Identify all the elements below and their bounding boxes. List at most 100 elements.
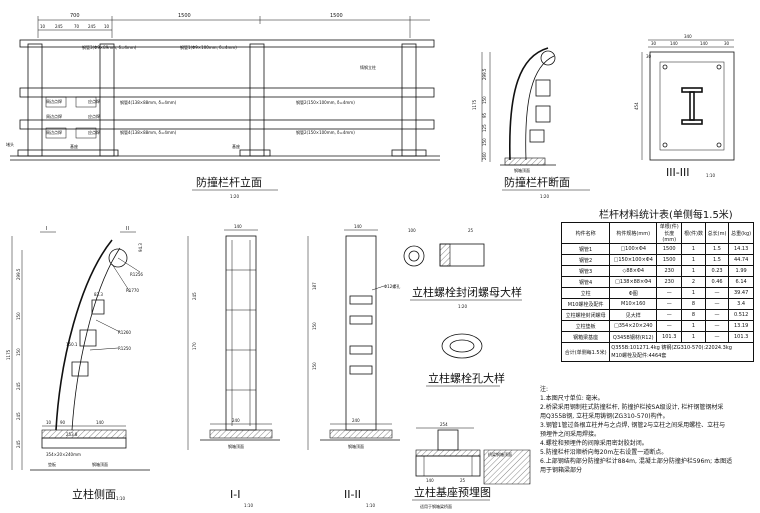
table-cell: Φ图	[609, 287, 658, 299]
section-scale: 1:20	[540, 194, 549, 199]
table-cell: 钢管2	[560, 254, 611, 266]
table-total-row: 合计(单侧每1.5米) Q355B:101271.4kg 铸钢(ZG310-57…	[560, 342, 754, 362]
base-dim-254: 254	[440, 422, 448, 427]
elev-label-pipe4: 钢管4(138×88mm, δ=4mm)	[120, 99, 177, 105]
table-total-cell: Q355B:101271.4kg 铸钢(ZG310-570):22024.3kg…	[609, 342, 754, 362]
table-row: 立柱螺栓封闭螺母 见大样 — 8 — 0.512	[560, 309, 754, 321]
d3-dim-30b: 30	[724, 41, 730, 46]
table-cell: 1500	[656, 243, 683, 255]
side-roman-1: I	[46, 226, 47, 232]
base-embed-view: 254 桥梁钢箱顶面 140 25 立柱基座预埋图 适用于钢箱梁桥面	[412, 422, 531, 509]
table-row: 钢箱梁基座 Q345B钢材(R12) 101.3 1 — 101.3	[560, 331, 754, 343]
table-cell: 3.4	[728, 298, 754, 310]
detail3-title: III-III	[666, 166, 689, 179]
bolt-hole-detail: 立柱螺栓孔大样	[426, 333, 505, 387]
elev-label-pipe2: 钢管2(150×100mm, δ=4mm)	[296, 99, 355, 105]
base-title: 立柱基座预埋图	[414, 485, 491, 499]
d3-dim-340: 340	[684, 34, 692, 39]
bolt-dim-25: 25	[468, 228, 474, 233]
table-total-label: 合计(单侧每1.5米)	[560, 342, 611, 362]
table-cell: 39.47	[728, 287, 754, 299]
table-cell: □100×Φ4	[609, 243, 658, 255]
table-header: 单根(件)长度(mm)	[656, 222, 683, 244]
sec1-dim-140: 140	[234, 224, 242, 229]
side-dim-150b: 150	[16, 348, 21, 356]
sec1-dim-170: 170	[192, 342, 197, 350]
table-cell: 1500	[656, 254, 683, 266]
sec1-deck: 钢箱顶面	[228, 443, 244, 449]
table-header: 根(件)数	[681, 222, 706, 244]
sec-dim-125: 125	[482, 124, 487, 132]
sec1-dim-245: 245	[192, 292, 197, 300]
bolt-cap-title: 立柱螺栓封闭螺母大样	[412, 285, 522, 299]
table-cell: 立柱垫板	[560, 320, 611, 332]
table-row: 钢管4 □138×88×Φ4 230 2 0.46 6.14	[560, 276, 754, 288]
d3-dim-454: 454	[634, 102, 639, 110]
elev-label-plug: 堵头	[6, 141, 14, 147]
side-dim-2995: 299.5	[16, 268, 21, 280]
elev-label-pipe3: 钢管3(Φ9×89mm, δ=4mm)	[82, 44, 137, 50]
sec1-title: I-I	[230, 488, 240, 501]
elev-dim-245a: 245	[55, 24, 63, 29]
side-pad: 垫板	[48, 461, 56, 467]
side-dim-10: 10	[46, 420, 52, 425]
elev-label-weld-a: 周边点焊	[46, 98, 62, 104]
table-row: 钢管1 □100×Φ4 1500 1 1.5 14.13	[560, 243, 754, 255]
note-line: 2.桥梁采用钢制柱式防撞栏杆, 防撞护栏按SA级设计, 栏杆钢管钢材采	[540, 404, 724, 411]
section-1-view: 140 245 170 240 钢箱顶面 I-I 1:10	[187, 224, 280, 508]
table-header: 构件规格(mm)	[609, 222, 658, 244]
side-dim-1501: 150.1	[66, 342, 78, 347]
table-cell: 14.13	[728, 243, 754, 255]
note-line: 用于钢箱梁部分	[540, 467, 583, 474]
side-dim-150a: 150	[16, 312, 21, 320]
table-cell: 立柱螺栓封闭螺母	[560, 309, 611, 321]
table-cell: 0.46	[704, 276, 730, 288]
side-radius-2: R1770	[126, 288, 139, 293]
table-cell: 230	[656, 276, 683, 288]
side-title: 立柱侧面	[72, 487, 116, 501]
table-cell: 8	[681, 298, 706, 310]
table-cell: —	[704, 320, 730, 332]
section-title: 防撞栏杆断面	[504, 175, 570, 189]
notes-heading: 注:	[540, 386, 549, 393]
sec-dim-95: 95	[482, 112, 487, 118]
bolt-cap-scale: 1:20	[458, 304, 467, 309]
side-radius-1: R1256	[130, 272, 143, 277]
table-cell: M10螺栓及配件	[560, 298, 611, 310]
sec2-dim-240: 240	[352, 418, 360, 423]
d3-dim-30c: 30	[646, 54, 652, 59]
note-line: 5.防撞栏杆沿顺桥向每20m左右设置一道断点。	[540, 449, 668, 456]
detail-3-view: 340 30 140 140 30 454 30 III-III 1:10	[634, 34, 735, 179]
table-cell: —	[656, 287, 683, 299]
sec2-scale: 1:10	[366, 503, 375, 508]
table-cell: 立柱	[560, 287, 611, 299]
elev-dim-1500b: 1500	[330, 13, 343, 19]
elev-dim-245b: 245	[88, 24, 96, 29]
table-total-1: Q355B:101271.4kg 铸钢(ZG310-570):22024.3kg	[611, 345, 732, 351]
table-cell: —	[656, 320, 683, 332]
table-cell: ◇88×Φ4	[609, 265, 658, 277]
elevation-title: 防撞栏杆立面	[196, 175, 262, 189]
table-total-2: M10螺栓及配件:4464套	[611, 353, 667, 359]
elev-dim-10a: 10	[40, 24, 46, 29]
table-cell: 44.74	[728, 254, 754, 266]
elev-label-pipe2b: 钢管2(150×100mm, δ=4mm)	[296, 129, 355, 135]
section-view: 1175 299.5 150 95 125 150 260 钢箱顶面 防撞栏杆断…	[472, 47, 590, 199]
sec2-dim-150a: 150	[312, 322, 317, 330]
bolt-dim-100: 100	[408, 228, 416, 233]
table-row: 钢管2 □150×100×Φ4 1500 1 1.5 44.74	[560, 254, 754, 266]
sec2-deck: 钢箱顶面	[348, 443, 364, 449]
side-view: I II 1175 299.5 150 150 245 245 245 R125…	[6, 226, 150, 501]
table-cell: 钢管3	[560, 265, 611, 277]
base-side: 桥梁钢箱顶面	[488, 451, 512, 457]
note-line: 4.螺栓和预埋件的间隙采用密封胶封闭。	[540, 440, 648, 447]
sec1-dim-240: 240	[232, 418, 240, 423]
elev-dim-70: 70	[74, 24, 80, 29]
elev-dim-700: 700	[70, 13, 80, 19]
table-cell: 钢箱梁基座	[560, 331, 611, 343]
side-dim-140: 140	[96, 420, 104, 425]
side-dim-245c: 245	[16, 440, 21, 448]
sec1-scale: 1:10	[244, 503, 253, 508]
sec2-dim-140: 140	[354, 224, 362, 229]
base-dim-140: 140	[426, 478, 434, 483]
